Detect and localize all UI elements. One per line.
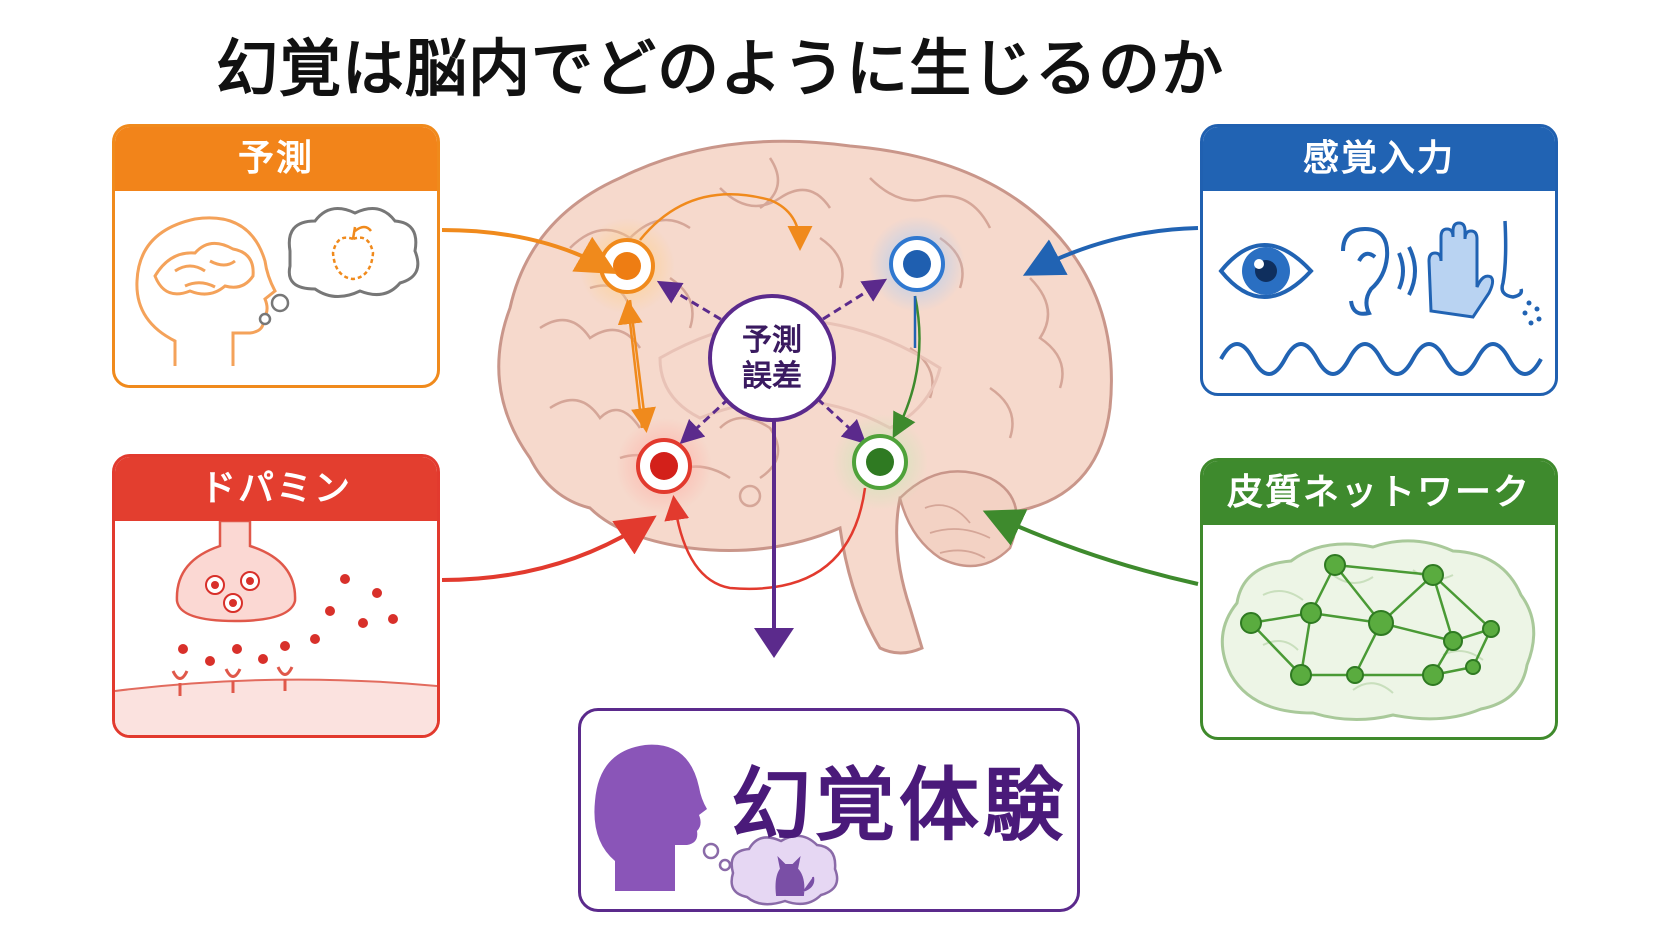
cat-thought-icon xyxy=(730,834,839,906)
prediction-header: 予測 xyxy=(115,127,437,191)
person-silhouette-icon xyxy=(594,744,707,891)
sensory-panel: 感覚入力 xyxy=(1200,124,1558,396)
wave-icon xyxy=(1219,342,1543,376)
hallucination-output-panel: 幻覚体験 xyxy=(578,708,1080,912)
brain-diagram: 予測 誤差 xyxy=(497,139,1113,658)
prediction-panel: 予測 xyxy=(112,124,440,388)
network-panel: 皮質ネットワーク xyxy=(1200,458,1558,740)
network-header: 皮質ネットワーク xyxy=(1203,461,1555,525)
sensory-header: 感覚入力 xyxy=(1203,127,1555,191)
prediction-node xyxy=(599,238,655,294)
dopamine-panel: ドパミン xyxy=(112,454,440,738)
hand-icon xyxy=(1427,221,1495,319)
nose-icon xyxy=(1500,220,1542,326)
dopamine-header: ドパミン xyxy=(115,457,437,521)
sensory-node xyxy=(889,236,945,292)
synapse-icon xyxy=(115,521,437,735)
apple-thought-icon xyxy=(258,207,420,326)
prediction-error-line1: 予測 xyxy=(742,323,802,358)
prediction-error-line2: 誤差 xyxy=(742,359,802,394)
hallucination-label: 幻覚体験 xyxy=(731,759,1067,852)
eye-icon xyxy=(1218,243,1314,299)
network-node xyxy=(852,434,908,490)
prediction-error-node: 予測 誤差 xyxy=(708,294,836,422)
ear-icon xyxy=(1341,226,1417,316)
page-title: 幻覚は脳内でどのように生じるのか xyxy=(215,32,1224,105)
head-profile-icon xyxy=(135,207,420,366)
network-brain-icon xyxy=(1220,539,1536,721)
dopamine-node xyxy=(636,438,692,494)
